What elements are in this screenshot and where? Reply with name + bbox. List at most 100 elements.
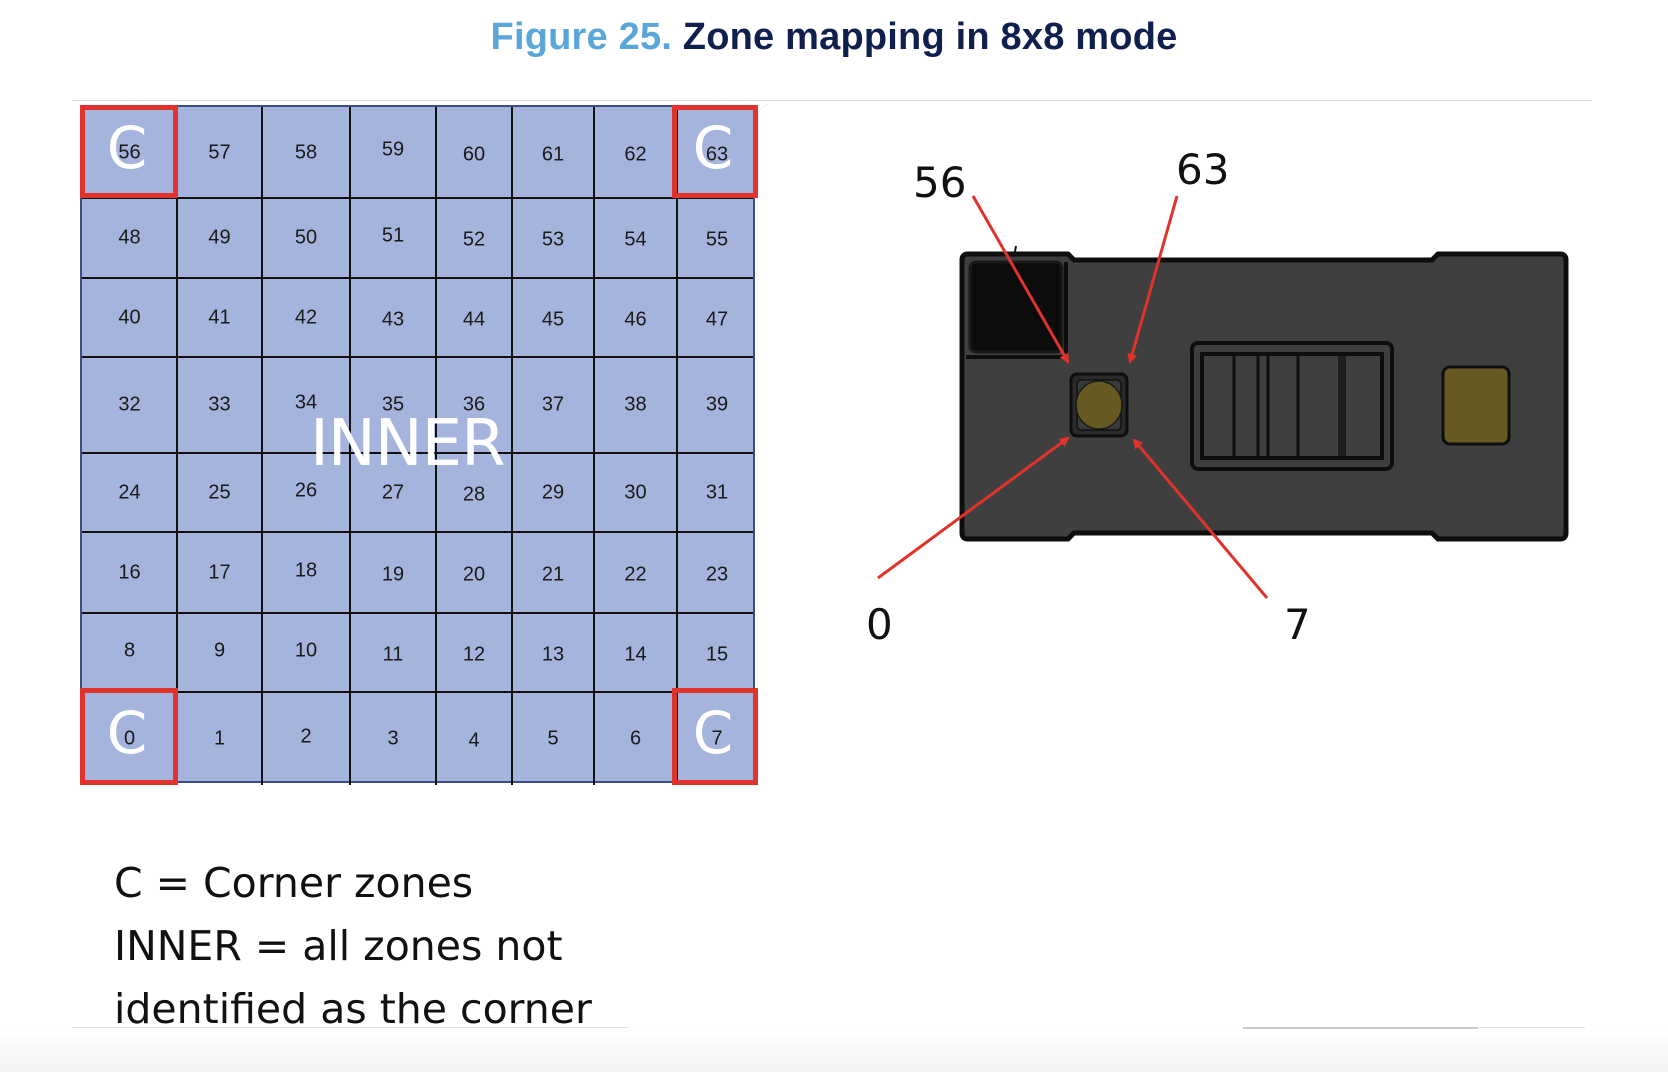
- zone-cell-label: 3: [387, 727, 399, 749]
- grid-column-divider: [676, 198, 678, 278]
- sensor-label-63: 63: [1176, 145, 1230, 194]
- grid-column-divider: [261, 107, 263, 198]
- grid-column-divider: [261, 692, 263, 785]
- zone-cell-label: 43: [381, 308, 405, 330]
- page-bottom-shadow: [0, 1030, 1668, 1072]
- arrow-56: [971, 195, 1070, 364]
- zone-cell-label: 36: [462, 393, 486, 416]
- zone-cell-label: 53: [541, 228, 565, 251]
- zone-cell-label: 56: [118, 141, 141, 163]
- corner-zone-highlight: [672, 688, 758, 785]
- zone-cell-label: 54: [624, 228, 647, 251]
- zone-cell-label: 45: [541, 308, 565, 330]
- grid-column-divider: [511, 692, 513, 785]
- grid-column-divider: [261, 357, 263, 453]
- grid-column-divider: [593, 453, 595, 532]
- zone-cell-label: 15: [705, 643, 729, 665]
- grid-column-divider: [435, 532, 437, 613]
- grid-column-divider: [676, 453, 678, 532]
- grid-column-divider: [261, 532, 263, 613]
- zone-cell-label: 42: [294, 306, 318, 328]
- grid-row-divider: [82, 277, 753, 279]
- zone-cell-label: 55: [705, 228, 729, 251]
- arrow-7: [1132, 438, 1269, 599]
- grid-column-divider: [676, 692, 678, 785]
- zone-cell-label: 7: [711, 727, 723, 749]
- legend: C = Corner zones INNER = all zones not i…: [114, 852, 592, 1041]
- zone-cell-label: 41: [208, 306, 231, 328]
- sensor-emitter-window: [1190, 341, 1394, 471]
- grid-column-divider: [511, 278, 513, 357]
- grid-column-divider: [349, 453, 351, 532]
- sensor-dark-pad: [968, 260, 1064, 354]
- grid-column-divider: [349, 532, 351, 613]
- zone-cell-label: 32: [118, 393, 141, 416]
- zone-cell-label: 46: [624, 308, 647, 330]
- grid-column-divider: [176, 532, 178, 613]
- grid-column-divider: [593, 278, 595, 357]
- grid-row-divider: [82, 612, 753, 614]
- corner-marker: C: [692, 113, 734, 182]
- zone-cell-label: 61: [541, 143, 565, 165]
- zone-cell-label: 8: [123, 639, 136, 661]
- zone-cell-label: 13: [541, 643, 565, 665]
- grid-column-divider: [176, 357, 178, 453]
- zone-cell-label: 52: [462, 228, 486, 251]
- legend-corner-definition: C = Corner zones: [114, 859, 474, 907]
- zone-cell-label: 11: [382, 643, 404, 665]
- zone-cell-label: 37: [541, 393, 565, 416]
- zone-cell-label: 24: [118, 481, 141, 503]
- grid-column-divider: [676, 532, 678, 613]
- legend-inner-definition-1: INNER = all zones not: [114, 922, 563, 970]
- zone-cell-label: 58: [294, 141, 318, 163]
- figure-number: Figure 25.: [490, 16, 673, 58]
- corner-zone-highlight: [672, 105, 758, 198]
- zone-cell-label: 27: [381, 481, 405, 503]
- zone-cell-label: 26: [294, 479, 318, 501]
- grid-column-divider: [676, 357, 678, 453]
- bottom-divider-left: [72, 1027, 628, 1028]
- grid-column-divider: [593, 532, 595, 613]
- sensor-label-56: 56: [913, 158, 967, 207]
- figure-title: Zone mapping in 8x8 mode: [682, 16, 1178, 58]
- grid-column-divider: [261, 613, 263, 692]
- grid-column-divider: [349, 198, 351, 278]
- grid-column-divider: [349, 357, 351, 453]
- zone-cell-label: 1: [213, 727, 226, 749]
- arrow-63: [1127, 195, 1179, 364]
- grid-row-divider: [82, 691, 753, 693]
- zone-cell-label: 6: [629, 727, 642, 749]
- zone-cell-label: 31: [705, 481, 729, 503]
- zone-cell-label: 44: [462, 308, 486, 330]
- sensor-gold-pad: [1441, 365, 1511, 446]
- sensor-label-0: 0: [866, 600, 893, 649]
- grid-column-divider: [349, 692, 351, 785]
- zone-cell-label: 60: [462, 143, 486, 165]
- grid-column-divider: [176, 453, 178, 532]
- grid-column-divider: [349, 278, 351, 357]
- zone-cell-label: 14: [624, 643, 647, 665]
- legend-inner-definition-2: identified as the corner: [114, 985, 592, 1033]
- zone-cell-label: 38: [624, 393, 647, 416]
- zone-cell-label: 28: [462, 483, 486, 505]
- zone-cell-label: 9: [213, 639, 226, 661]
- zone-cell-label: 51: [381, 224, 405, 247]
- zone-cell-label: 16: [118, 561, 141, 583]
- grid-column-divider: [435, 453, 437, 532]
- sensor-lens: [1069, 372, 1129, 438]
- grid-column-divider: [349, 107, 351, 198]
- grid-column-divider: [511, 453, 513, 532]
- grid-column-divider: [435, 613, 437, 692]
- figure-caption: Figure 25. Zone mapping in 8x8 mode: [0, 16, 1668, 59]
- grid-column-divider: [261, 198, 263, 278]
- zone-cell-label: 33: [208, 393, 231, 416]
- zone-cell-label: 0: [123, 727, 136, 749]
- zone-cell-label: 30: [624, 481, 647, 503]
- grid-column-divider: [676, 278, 678, 357]
- grid-column-divider: [435, 692, 437, 785]
- zone-cell-label: 12: [462, 643, 486, 665]
- grid-column-divider: [511, 357, 513, 453]
- zone-cell-label: 19: [381, 563, 405, 585]
- zone-cell-label: 21: [541, 563, 565, 585]
